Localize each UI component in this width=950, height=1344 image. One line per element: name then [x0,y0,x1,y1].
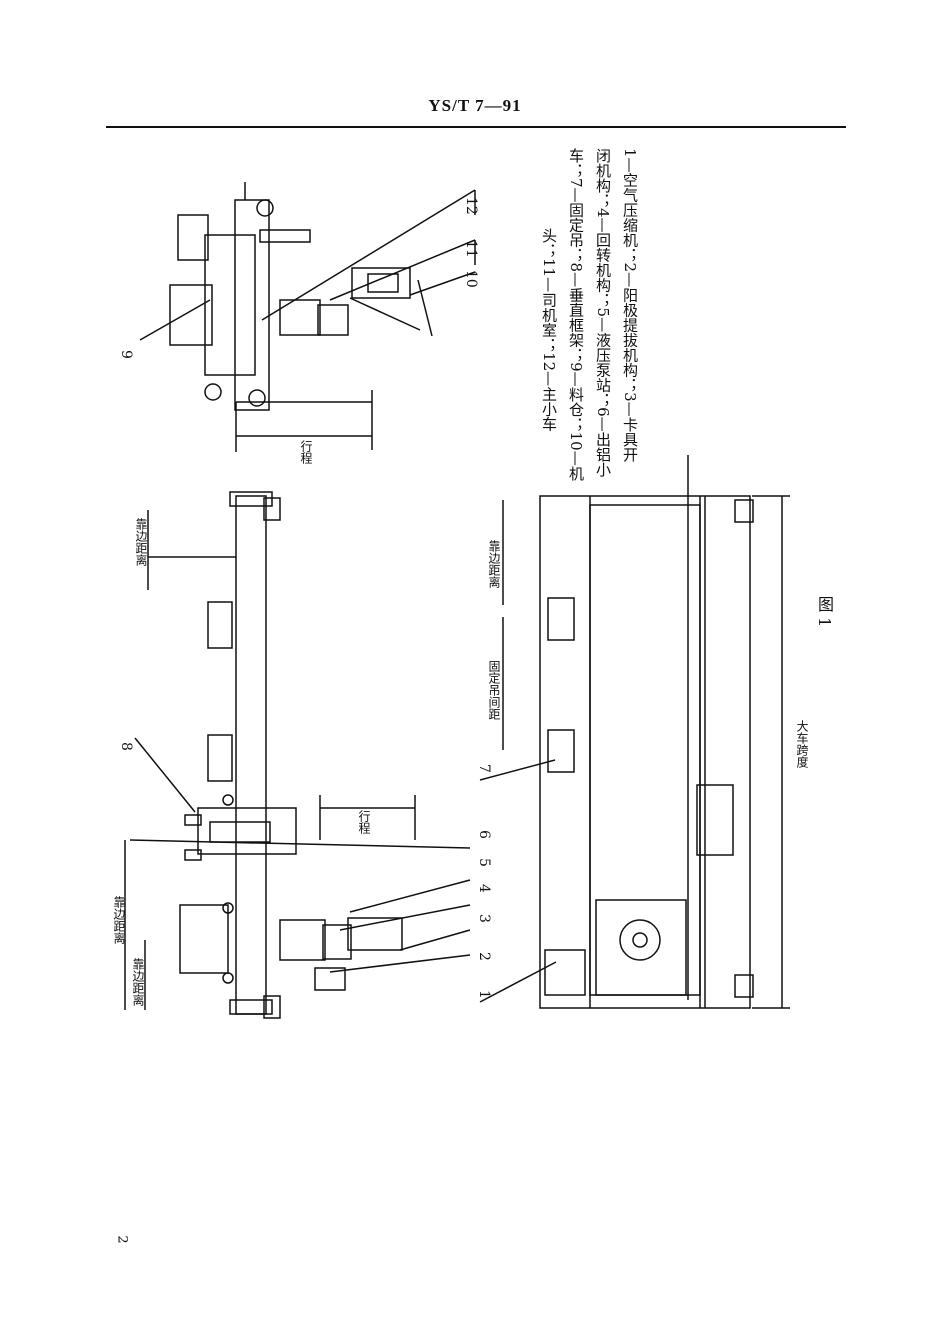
figure-legend: 1—空气压缩机；2—阳极提拔机构；3—卡具开 闭机构；4—回转机构；5—液压泵站… [535,148,643,481]
part-number-9: 9 [118,350,134,359]
part-number-8: 8 [118,742,134,751]
edge-distance-label-left-1: 靠边距离 [112,896,126,944]
figure-caption: 图 1 [815,596,834,628]
legend-line-3: 车；7—固定吊；8—垂直框架；9—料仓；10—机 [567,148,585,481]
part-number-6: 6 [476,830,492,839]
standard-code-header: YS/T 7—91 [428,96,522,115]
header-rule [106,126,846,128]
trolley-side-view [139,182,476,452]
fixed-hoist-spacing-label: 固定吊间距 [487,660,501,720]
part-number-12: 12 [463,197,479,215]
part-number-5: 5 [476,858,492,867]
part-number-2: 2 [476,952,492,961]
travel-label-middle: 行程 [357,810,371,834]
part-number-10: 10 [463,270,479,288]
legend-line-1: 1—空气压缩机；2—阳极提拔机构；3—卡具开 [621,148,639,462]
crane-plan-view [124,491,471,1019]
part-number-3: 3 [476,914,492,923]
edge-distance-label-right: 靠边距离 [487,540,501,588]
legend-line-4: 头；11—司机室；12—主小车 [540,228,558,432]
edge-distance-label-top: 靠边距离 [134,518,148,566]
part-number-7: 7 [476,764,492,773]
part-number-11: 11 [463,240,479,258]
crane-span-label: 大车跨度 [795,720,809,768]
legend-line-2: 闭机构；4—回转机构；5—液压泵站；6—出铝小 [594,148,612,477]
crane-elevation-view [479,455,790,1009]
page-number: 2 [114,1235,130,1244]
travel-label-top: 行程 [299,440,313,464]
part-number-4: 4 [476,884,492,893]
edge-distance-label-left-2: 靠边距离 [131,958,145,1006]
part-number-1: 1 [476,990,492,999]
